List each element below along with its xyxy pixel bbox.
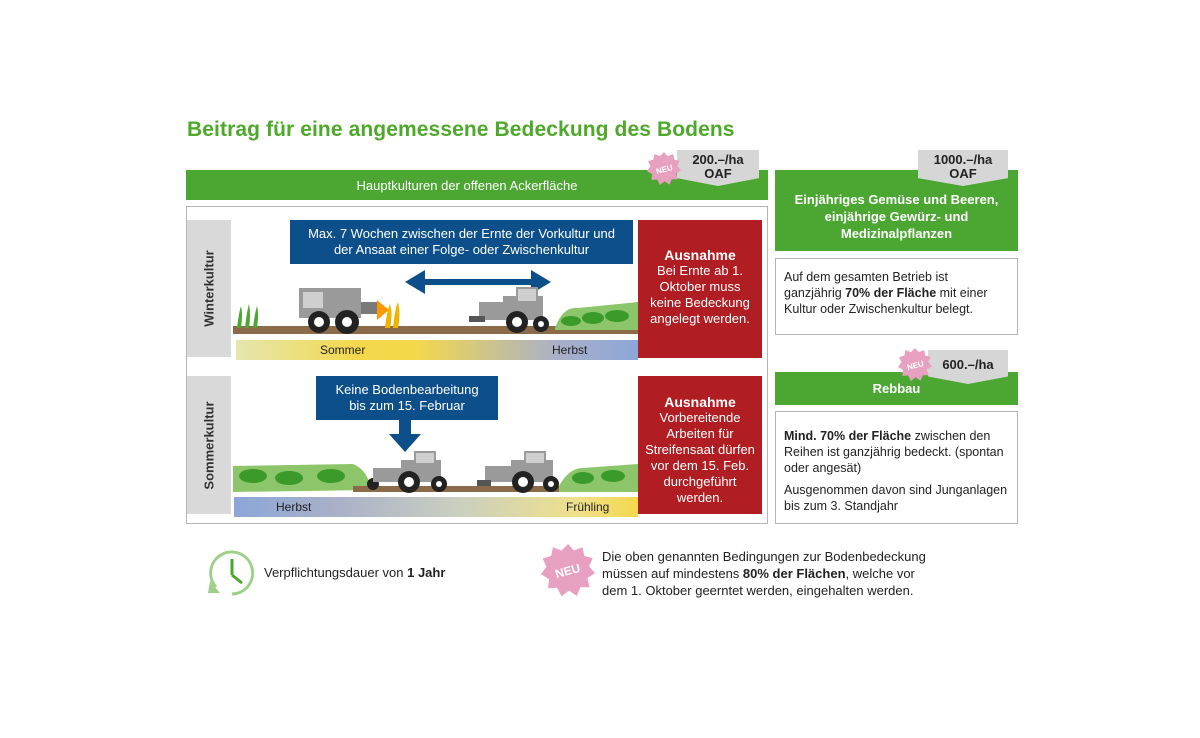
winter-info-text: Max. 7 Wochen zwischen der Ernte der Vor…	[308, 226, 615, 257]
new-badge-icon: NEU	[541, 544, 595, 597]
summer-exception-title: Ausnahme	[664, 394, 736, 410]
footer-note-post: , welche vor dem 1. Oktober geerntet wer…	[602, 566, 915, 598]
vineyard-header-label: Rebbau	[872, 381, 921, 396]
tractor-icon	[477, 451, 559, 493]
clock-icon	[208, 550, 255, 596]
footer-note-bold: 80% der Flächen	[742, 566, 846, 581]
tractor-icon	[367, 451, 447, 493]
vineyard-text: Mind. 70% der Fläche zwischen den Reihen…	[775, 411, 1018, 524]
footer-note-pre: Die oben genannten Bedingungen zur Boden…	[602, 549, 926, 581]
ripe-wheat-icon	[385, 302, 400, 328]
page-title: Beitrag für eine angemessene Bedeckung d…	[187, 118, 735, 141]
tractor-icon	[469, 287, 549, 333]
summer-label-panel: Sommerkultur	[187, 376, 231, 514]
arrow-down-icon	[389, 420, 421, 452]
new-badge-label: NEU	[553, 560, 583, 582]
summer-season-right: Frühling	[566, 500, 610, 514]
footer-note: Die oben genannten Bedingungen zur Boden…	[602, 548, 932, 599]
duration-text: Verpflichtungsdauer von 1 Jahr	[264, 565, 445, 580]
vegetables-text-post: mit einer Kultur oder Zwischenkultur bel…	[784, 286, 988, 316]
winter-exception-box: Ausnahme Bei Ernte ab 1. Oktober muss ke…	[638, 220, 762, 358]
vegetables-text-pre: Auf dem gesamten Betrieb ist ganzjährig	[784, 270, 948, 300]
winter-exception-text: Bei Ernte ab 1. Oktober muss keine Bedec…	[650, 263, 750, 326]
vineyard-price-amount: 600.–/ha	[942, 357, 994, 372]
summer-exception-text: Vorbereitende Arbeiten für Streifensaat …	[645, 410, 755, 505]
vegetables-price-amount: 1000.–/ha	[933, 152, 993, 167]
summer-season-left: Herbst	[276, 500, 312, 514]
winter-scene	[233, 270, 638, 334]
winter-soil	[233, 326, 638, 334]
vegetables-text: Auf dem gesamten Betrieb ist ganzjährig …	[775, 258, 1018, 335]
summer-soil	[353, 486, 638, 492]
vineyard-text-bold: Mind. 70% der Fläche	[784, 429, 912, 443]
main-header-label: Hauptkulturen der offenen Ackerfläche	[356, 177, 578, 193]
wheat-icon	[237, 304, 258, 328]
summer-scene	[233, 420, 638, 493]
winter-label: Winterkultur	[201, 250, 217, 327]
vegetables-text-bold: 70% der Fläche	[845, 286, 937, 300]
cover-crop-icon	[233, 464, 371, 492]
summer-info-box: Keine Bodenbearbeitung bis zum 15. Febru…	[316, 376, 498, 420]
main-price-amount: 200.–/ha	[692, 152, 744, 167]
vegetables-header-label: Einjähriges Gemüse und Beeren, einjährig…	[794, 192, 999, 241]
vegetables-header: Einjähriges Gemüse und Beeren, einjährig…	[775, 170, 1018, 251]
cover-crop-icon	[559, 464, 638, 492]
winter-info-box: Max. 7 Wochen zwischen der Ernte der Vor…	[290, 220, 633, 264]
summer-timeline: Herbst Frühling	[234, 497, 638, 517]
winter-exception-title: Ausnahme	[664, 247, 736, 263]
winter-season-left: Sommer	[320, 343, 366, 357]
new-badge-label: NEU	[905, 358, 925, 372]
summer-info-text: Keine Bodenbearbeitung bis zum 15. Febru…	[335, 382, 479, 413]
summer-label: Sommerkultur	[201, 400, 217, 490]
vegetables-price-tag: 1000.–/ha OAF	[918, 150, 1008, 186]
vineyard-text-post: zwischen den Reihen ist ganzjährig bedec…	[784, 429, 1004, 475]
main-price-unit: OAF	[704, 166, 732, 181]
winter-season-right: Herbst	[552, 343, 588, 357]
vegetables-price-unit: OAF	[949, 166, 977, 181]
main-price-tag: 200.–/ha OAF	[677, 150, 759, 186]
vineyard-text-2: Ausgenommen davon sind Junganlagen bis z…	[784, 483, 1008, 513]
cover-crop-icon	[555, 302, 638, 330]
summer-exception-box: Ausnahme Vorbereitende Arbeiten für Stre…	[638, 376, 762, 514]
winter-label-panel: Winterkultur	[187, 220, 231, 357]
duration-bold: 1 Jahr	[407, 565, 446, 580]
combine-harvester-icon	[299, 288, 389, 334]
new-badge-label: NEU	[654, 162, 674, 176]
vineyard-price-tag: 600.–/ha	[928, 350, 1008, 384]
winter-timeline: Sommer Herbst	[236, 340, 638, 360]
duration-pre: Verpflichtungsdauer von	[264, 565, 408, 580]
